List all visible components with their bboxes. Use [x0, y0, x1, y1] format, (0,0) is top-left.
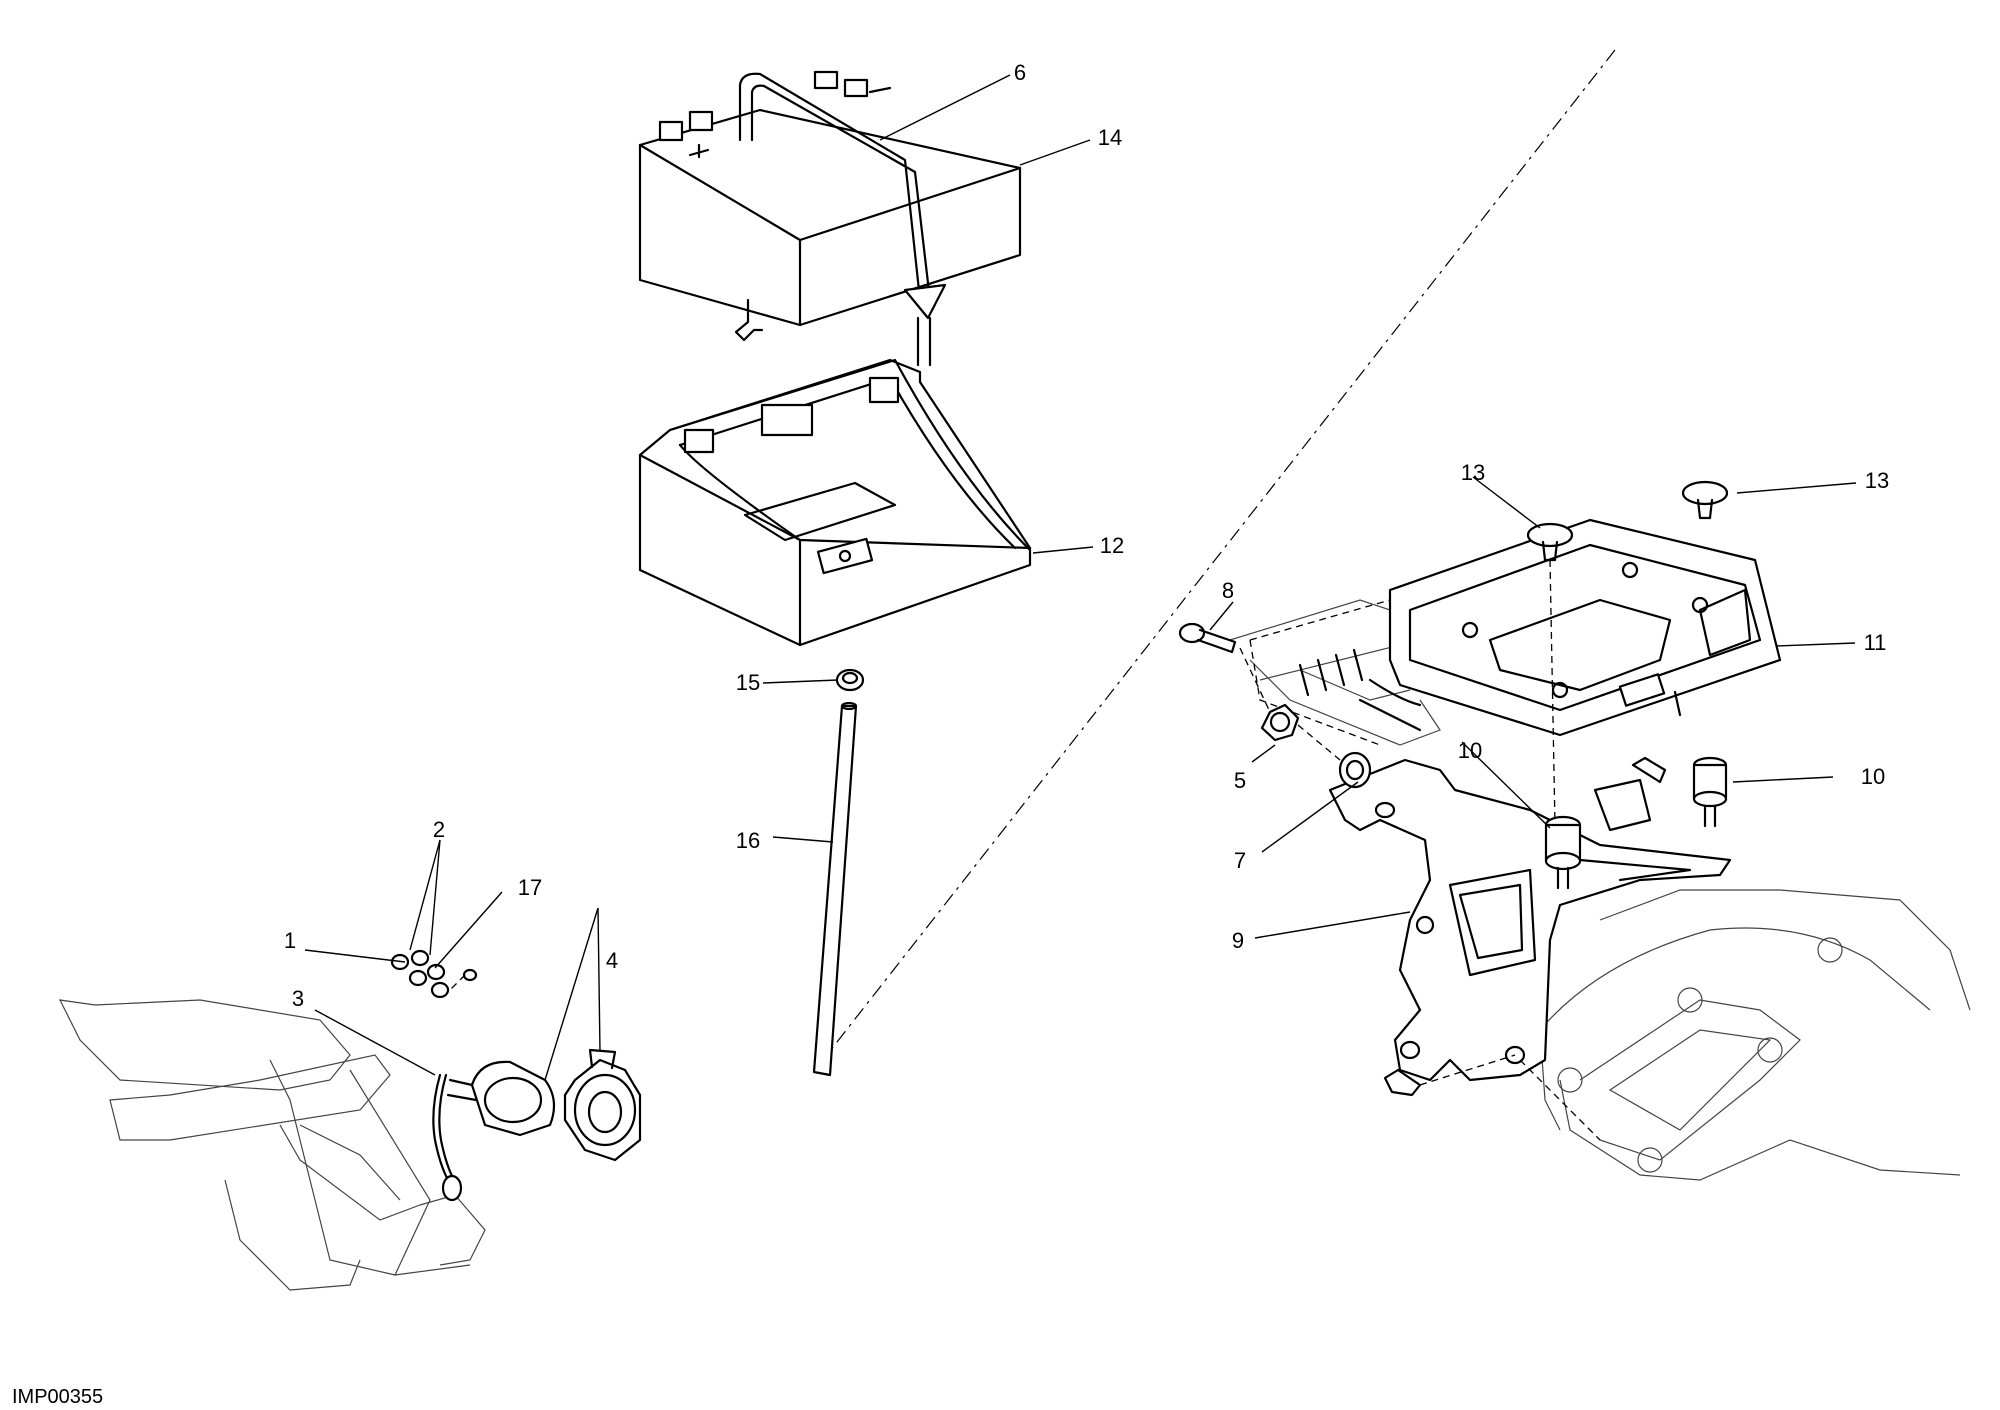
screw — [1178, 622, 1237, 654]
rubber-mount — [1544, 815, 1582, 890]
callout-2: 2 — [433, 817, 445, 842]
frame-left — [58, 999, 486, 1291]
diagram-code: IMP00355 — [12, 1386, 103, 1408]
frame-right — [1229, 599, 1971, 1181]
section-divider-line — [814, 49, 1616, 1071]
battery-strap — [738, 72, 947, 367]
callout-15: 15 — [736, 670, 760, 695]
leader-lines — [304, 74, 1857, 1081]
callout-8: 8 — [1222, 578, 1234, 603]
callout-13-left: 13 — [1461, 460, 1485, 485]
rubber-mount — [1692, 756, 1728, 828]
callout-12: 12 — [1100, 533, 1124, 558]
breather-hose — [812, 701, 858, 1077]
grommet — [1338, 751, 1372, 789]
callout-3: 3 — [292, 986, 304, 1011]
screw — [1383, 756, 1667, 1097]
callout-4: 4 — [606, 948, 618, 973]
callout-16: 16 — [736, 828, 760, 853]
callout-1: 1 — [284, 928, 296, 953]
hose-clip — [835, 668, 865, 692]
callout-14: 14 — [1098, 125, 1122, 150]
callout-10-left: 10 — [1458, 738, 1482, 763]
ecu-holder — [1388, 518, 1782, 737]
callout-13-right: 13 — [1865, 468, 1889, 493]
ground-cable — [432, 1073, 463, 1202]
push-rivet — [1681, 480, 1729, 520]
callout-7: 7 — [1234, 848, 1246, 873]
cable-terminals — [390, 949, 478, 999]
callout-9: 9 — [1232, 928, 1244, 953]
callout-5: 5 — [1234, 768, 1246, 793]
callout-10-right: 10 — [1861, 764, 1885, 789]
starter-relay — [446, 1060, 556, 1137]
callout-11: 11 — [1864, 630, 1887, 655]
battery — [638, 70, 1022, 342]
spacer — [1260, 703, 1300, 742]
callout-labels: 1 2 3 4 5 6 7 8 9 10 10 11 12 13 13 14 1… — [284, 60, 1889, 1011]
battery-tray — [638, 358, 1032, 647]
assembly-lines — [449, 559, 1601, 1141]
callout-6: 6 — [1014, 60, 1026, 85]
relay-holder — [563, 1048, 642, 1162]
callout-17: 17 — [518, 875, 542, 900]
ecu-connectors — [1249, 599, 1422, 746]
